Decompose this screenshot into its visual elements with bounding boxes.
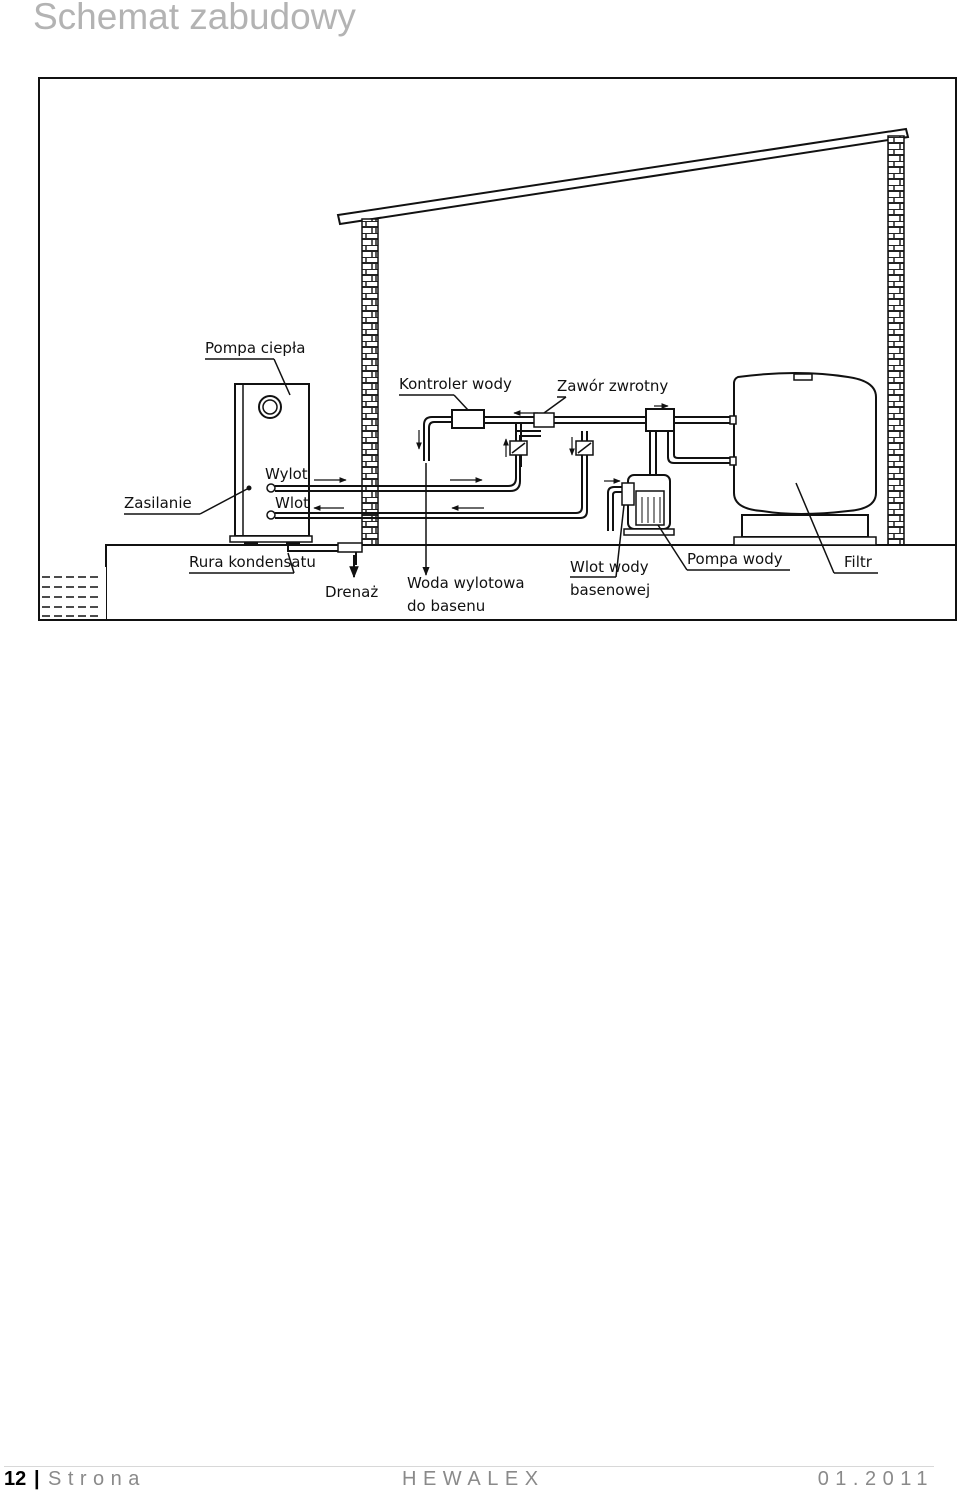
- brick-wall-left: [361, 218, 379, 546]
- label-outlet-water-2: do basenu: [407, 597, 485, 615]
- label-water-pump: Pompa wody: [687, 550, 783, 568]
- label-inlet: Wlot: [275, 494, 309, 512]
- condensate-pipe: [287, 546, 357, 565]
- page-footer: 12 | Strona HEWALEX 01.2011: [4, 1468, 934, 1494]
- label-outlet: Wylot: [265, 465, 308, 483]
- footer-separator: |: [34, 1468, 40, 1490]
- bypass-valve-1: [503, 423, 528, 467]
- brick-wall-right: [887, 135, 905, 547]
- footer-page-word: Strona: [48, 1468, 146, 1490]
- ground-slab: [105, 544, 957, 621]
- label-heat-pump: Pompa ciepła: [205, 339, 305, 357]
- label-pool-inlet-2: basenowej: [570, 581, 650, 599]
- outlet-pipe: [275, 430, 541, 487]
- check-valve: [645, 408, 675, 432]
- pool-water-icon: [40, 567, 106, 619]
- bypass-valve-2: [569, 437, 594, 456]
- label-drain: Drenaż: [325, 583, 378, 601]
- pool-inlet-pipe: [607, 486, 622, 531]
- label-check-valve: Zawór zwrotny: [557, 377, 668, 395]
- label-pool-inlet-1: Wlot wody: [570, 558, 649, 576]
- roof: [336, 127, 910, 226]
- footer-divider: [4, 1466, 934, 1467]
- page-title: Schemat zabudowy: [33, 0, 356, 37]
- footer-date: 01.2011: [817, 1468, 934, 1490]
- footer-company: HEWALEX: [402, 1468, 545, 1490]
- label-outlet-water-1: Woda wylotowa: [407, 574, 525, 592]
- label-power-supply: Zasilanie: [124, 494, 192, 512]
- water-controller: [451, 409, 485, 429]
- label-condensate-pipe: Rura kondensatu: [189, 553, 316, 571]
- installation-diagram: Pompa ciepła Kontroler wody Zawór zwrotn…: [38, 77, 957, 621]
- water-pump: [621, 474, 675, 536]
- page-number: 12: [4, 1468, 27, 1490]
- inlet-pipe: [275, 431, 583, 514]
- label-water-controller: Kontroler wody: [399, 375, 512, 393]
- filter-tank: [729, 372, 877, 546]
- label-filter: Filtr: [844, 553, 873, 571]
- union-fitting: [533, 412, 555, 428]
